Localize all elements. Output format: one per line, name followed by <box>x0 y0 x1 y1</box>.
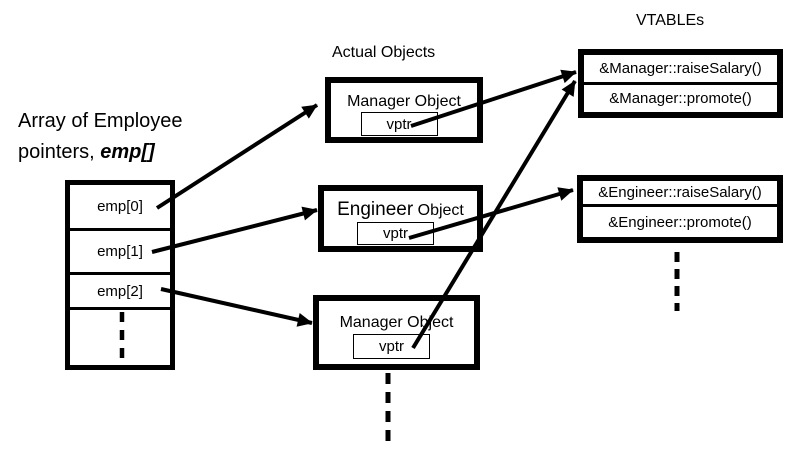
manager-object-2-title: Manager Object <box>339 314 454 331</box>
employee-pointer-array: emp[0] emp[1] emp[2] <box>65 180 175 370</box>
manager-vtable: &Manager::raiseSalary() &Manager::promot… <box>578 49 783 118</box>
arrow-emp1-to-engineer <box>151 206 318 254</box>
manager-object-1: Manager Object vptr <box>325 77 483 143</box>
manager-object-2: Manager Object vptr <box>313 295 480 370</box>
vtables-title: VTABLEs <box>636 12 705 29</box>
array-cell-emp1: emp[1] <box>70 231 170 275</box>
manager-vtable-raisesalary: &Manager::raiseSalary() <box>584 55 777 85</box>
array-pointer-label-line1: Array of Employee <box>18 110 183 132</box>
array-cell-emp2: emp[2] <box>70 275 170 310</box>
engineer-vtable-promote: &Engineer::promote() <box>608 213 752 231</box>
array-cell-emp0: emp[0] <box>70 185 170 231</box>
engineer-object-vptr: vptr <box>357 222 434 245</box>
actual-objects-title: Actual Objects <box>332 44 436 61</box>
engineer-vtable: &Engineer::raiseSalary() &Engineer::prom… <box>577 175 783 243</box>
array-pointer-label: Array of Employee pointers, emp[] <box>18 106 183 168</box>
array-cell-continuation <box>70 310 170 365</box>
emp-array-name: emp[] <box>100 141 155 163</box>
arrow-emp2-to-manager2 <box>160 287 313 327</box>
manager-object-1-vptr: vptr <box>360 112 438 136</box>
engineer-object: Engineer Object vptr <box>318 185 483 252</box>
manager-object-1-title: Manager Object <box>347 93 461 110</box>
manager-object-2-vptr: vptr <box>353 334 430 359</box>
engineer-object-title: Engineer Object <box>337 199 464 220</box>
array-pointer-label-line2: pointers, emp[] <box>18 141 155 163</box>
manager-vtable-promote: &Manager::promote() <box>609 90 752 107</box>
engineer-vtable-raisesalary: &Engineer::raiseSalary() <box>583 181 777 207</box>
